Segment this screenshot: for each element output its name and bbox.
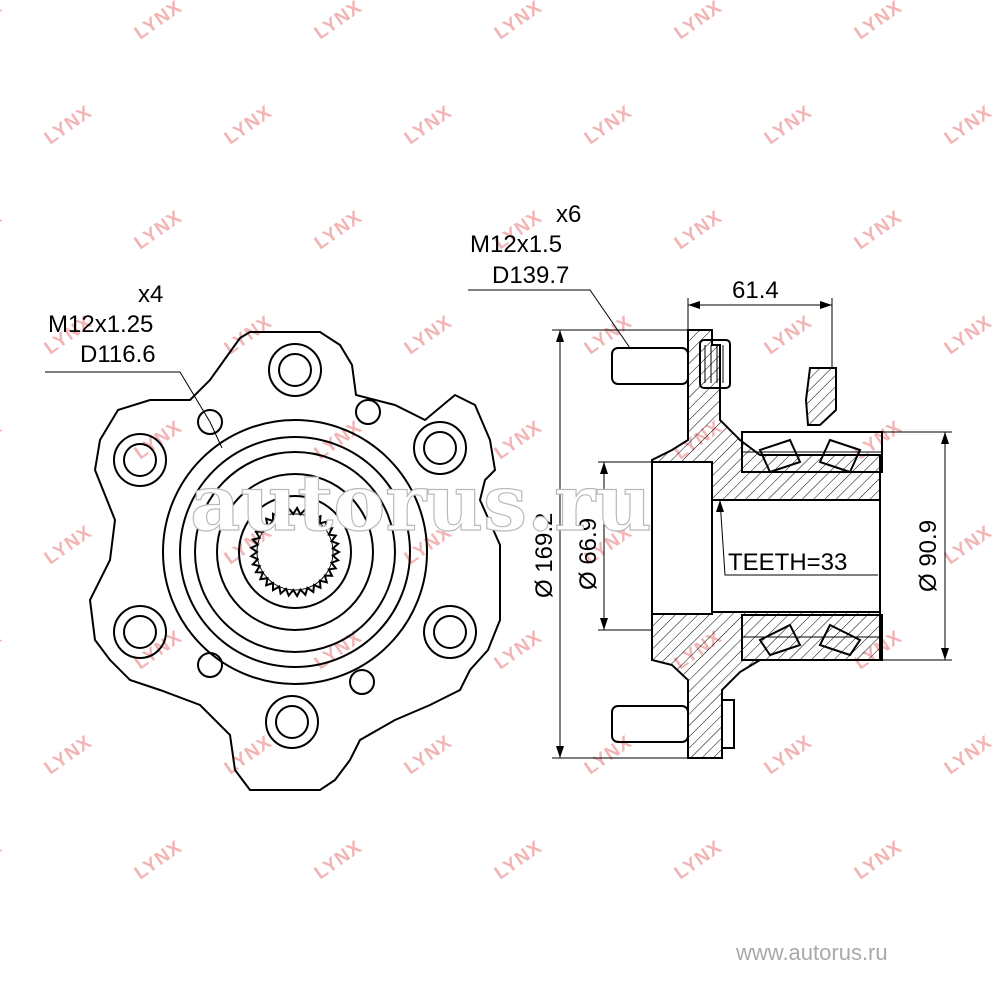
front-view: x4 M12x1.25 D116.6 — [45, 281, 501, 791]
stud-bottom — [611, 699, 735, 749]
lynx-watermark: LYNX — [221, 102, 276, 150]
lynx-watermark: LYNX — [311, 837, 366, 885]
lynx-watermark: LYNX — [0, 417, 6, 465]
lynx-watermark: LYNX — [131, 0, 186, 44]
width-dimension: 61.4 — [732, 277, 779, 304]
stud-hole — [113, 433, 167, 487]
lynx-watermark: LYNX — [491, 417, 546, 465]
lynx-watermark: LYNX — [0, 837, 6, 885]
bolt-thread-label: M12x1.25 — [48, 311, 153, 338]
stud-hole — [268, 343, 322, 397]
bore-diameter-label: Ø 66.9 — [575, 518, 602, 590]
lynx-watermark: LYNX — [671, 0, 726, 44]
lynx-watermark: LYNX — [851, 837, 906, 885]
lynx-watermark: LYNX — [311, 207, 366, 255]
bolt-hole — [197, 409, 223, 435]
outer-ring-top — [804, 367, 837, 426]
lynx-watermark: LYNX — [761, 312, 816, 360]
lynx-watermark: LYNX — [851, 0, 906, 44]
watermark-layer: LYNX LYNX LYNX LYNX LYNX LYNX LYNX LYNX LYNX LYNX… — [0, 0, 996, 884]
lynx-watermark: LYNX — [581, 732, 636, 780]
lynx-watermark: LYNX — [41, 102, 96, 150]
teeth-label: TEETH=33 — [728, 549, 847, 576]
bolt-hole — [355, 399, 381, 425]
lynx-watermark: LYNX — [851, 207, 906, 255]
lynx-watermark: LYNX — [941, 522, 996, 570]
lynx-watermark: LYNX — [761, 732, 816, 780]
flange-outline — [88, 331, 501, 791]
lynx-watermark: LYNX — [941, 312, 996, 360]
spline-root — [256, 513, 334, 591]
lynx-watermark: LYNX — [0, 627, 6, 675]
bearing-bottom — [741, 614, 883, 661]
lynx-watermark: LYNX — [941, 732, 996, 780]
hub-ring-3 — [194, 451, 396, 653]
lynx-watermark: LYNX — [671, 837, 726, 885]
hub-ring-4 — [216, 473, 374, 631]
lynx-watermark: LYNX — [221, 732, 276, 780]
bearing-top — [741, 431, 883, 474]
stud-thread-label: M12x1.5 — [470, 231, 562, 258]
lynx-watermark: LYNX — [41, 732, 96, 780]
footer-url: www.autorus.ru — [735, 940, 888, 965]
lynx-watermark: LYNX — [311, 0, 366, 44]
stud-top — [611, 339, 731, 389]
hub-ring-outer — [162, 419, 428, 685]
lynx-watermark: LYNX — [0, 207, 6, 255]
bolt-hole — [349, 669, 375, 695]
stud-circle-label: D139.7 — [492, 262, 569, 289]
lynx-watermark: LYNX — [0, 0, 6, 44]
bolt-leader — [45, 371, 223, 449]
lynx-watermark: LYNX — [581, 102, 636, 150]
bore-inner — [711, 499, 881, 613]
lynx-watermark: LYNX — [491, 837, 546, 885]
lynx-watermark: LYNX — [491, 0, 546, 44]
lynx-watermark: LYNX — [401, 312, 456, 360]
stud-hole — [413, 421, 467, 475]
stud-count-label: x6 — [556, 201, 581, 228]
lynx-watermark: LYNX — [491, 627, 546, 675]
lynx-watermark: LYNX — [581, 312, 636, 360]
site-watermark: autorus.ru — [190, 458, 652, 549]
lynx-watermark: LYNX — [131, 837, 186, 885]
stud-hole — [265, 695, 319, 749]
hub-ring-5 — [238, 495, 352, 609]
dimension-lines — [468, 289, 952, 759]
lynx-watermark: LYNX — [671, 207, 726, 255]
lynx-watermark: LYNX — [761, 102, 816, 150]
side-view: x6 M12x1.5 D139.7 61.4 Ø 169.2 Ø 66.9 Ø … — [468, 201, 952, 759]
bolt-circle-label: D116.6 — [80, 341, 156, 368]
bearing-diameter-label: Ø 90.9 — [915, 520, 942, 592]
hub-ring-2 — [179, 436, 411, 668]
outer-diameter-label: Ø 169.2 — [531, 513, 558, 598]
bolt-hole — [197, 652, 223, 678]
bore — [651, 461, 713, 615]
lynx-watermark: LYNX — [401, 732, 456, 780]
lynx-watermark: LYNX — [131, 207, 186, 255]
lynx-watermark: LYNX — [941, 102, 996, 150]
bolt-count-label: x4 — [138, 281, 163, 308]
lynx-watermark: LYNX — [41, 522, 96, 570]
lynx-watermark: LYNX — [401, 102, 456, 150]
stud-hole — [423, 605, 477, 659]
lynx-watermark: LYNX — [131, 417, 186, 465]
stud-hole — [113, 605, 167, 659]
